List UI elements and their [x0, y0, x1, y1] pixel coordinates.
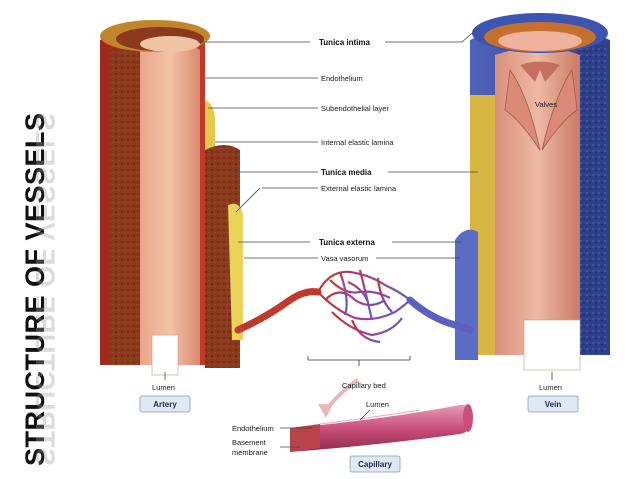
artery-media-left	[110, 50, 140, 365]
artery-box-label: Artery	[153, 400, 177, 409]
vein-name-box: Vein	[527, 395, 579, 413]
title-group: STRUCTURE OF VESSELS STRUCTURE OF VESSEL…	[20, 112, 60, 466]
label-basement-membrane-1: Basement	[232, 438, 267, 447]
label-subendothelial-layer: Subendothelial layer	[321, 104, 389, 113]
capillary-box-label: Capillary	[358, 460, 392, 469]
artery-step-yellow	[228, 203, 243, 340]
artery-top-opening	[140, 36, 200, 52]
label-vasa-vasorum: Vasa vasorum	[321, 254, 368, 263]
label-endothelium-capillary: Endothelium	[232, 424, 274, 433]
vein-box-label: Vein	[545, 400, 562, 409]
vein-drawing	[455, 13, 610, 371]
vein-step-section	[455, 229, 478, 360]
label-lumen-vein: Lumen	[539, 383, 562, 392]
vein-valve-top	[520, 61, 560, 82]
vein-lumen-cut	[523, 319, 581, 371]
label-tunica-media: Tunica media	[321, 168, 372, 177]
capillary-tube-drawing	[290, 404, 473, 452]
label-basement-membrane-2: membrane	[232, 448, 268, 457]
artery-drawing	[100, 20, 243, 376]
vein-valve-left	[504, 68, 541, 151]
label-tunica-externa: Tunica externa	[319, 238, 375, 247]
label-valves: Valves	[535, 100, 557, 109]
page-title-reflection: STRUCTURE OF VESSELS	[30, 112, 60, 466]
artery-name-box: Artery	[139, 395, 191, 413]
vein-valve-right	[541, 68, 578, 151]
capillary-bed-drawing	[234, 269, 474, 418]
capillary-name-box: Capillary	[349, 455, 401, 473]
venule	[406, 296, 474, 334]
leader-lines	[164, 27, 553, 448]
label-lumen-capillary: Lumen	[366, 400, 389, 409]
label-external-elastic-lamina: External elastic lamina	[321, 184, 397, 193]
vein-top-opening	[498, 31, 582, 51]
labels: Tunica intima Endothelium Subendothelial…	[152, 38, 562, 457]
vein-media-right	[578, 45, 606, 355]
arteriole	[234, 288, 322, 334]
capillary-end	[463, 404, 473, 432]
capillary-network	[317, 269, 411, 344]
label-lumen-artery: Lumen	[152, 383, 175, 392]
label-internal-elastic-lamina: Internal elastic lamina	[321, 138, 394, 147]
artery-lumen-cut	[151, 334, 179, 376]
capillary-tube	[290, 404, 472, 452]
label-capillary-bed: Capillary bed	[342, 381, 386, 390]
artery-lumen-wall	[140, 41, 200, 365]
label-tunica-intima: Tunica intima	[319, 38, 371, 47]
capillary-cut-wall	[290, 424, 320, 452]
label-endothelium: Endothelium	[321, 74, 363, 83]
page-title: STRUCTURE OF VESSELS	[20, 112, 50, 466]
